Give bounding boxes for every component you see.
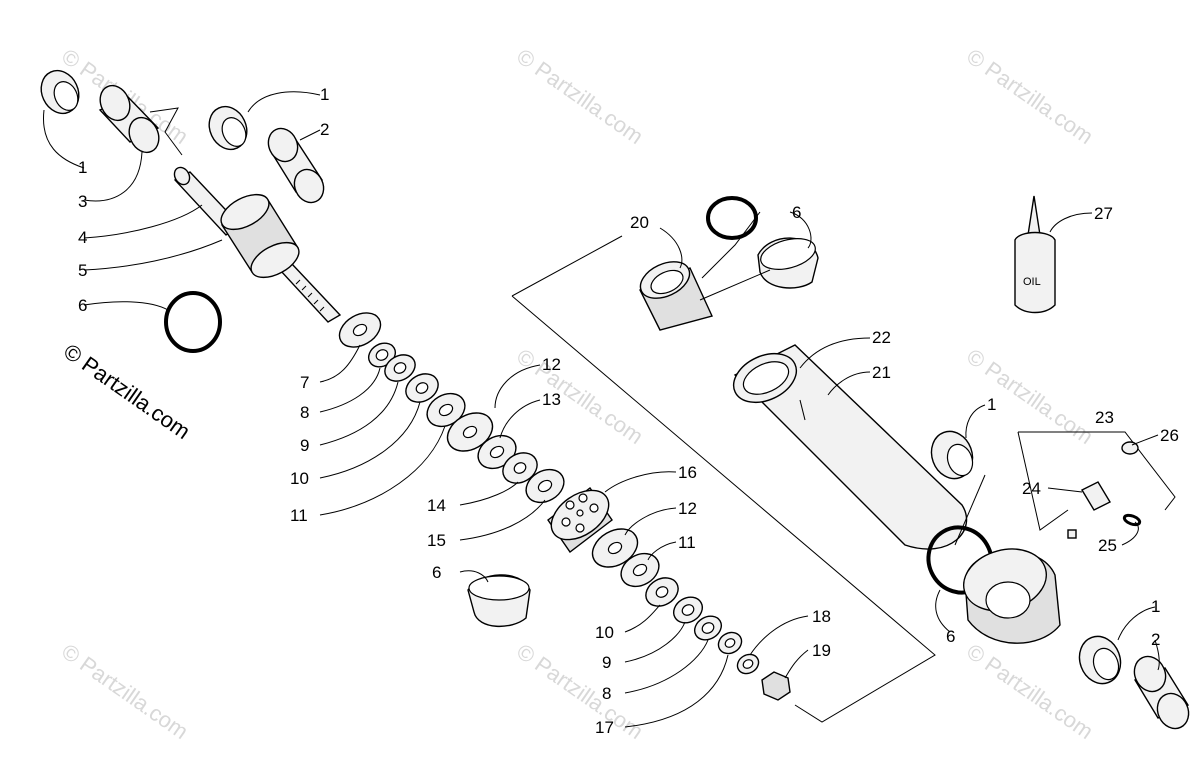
callout-number: 23 [1095, 408, 1114, 427]
callout-number: 6 [792, 203, 801, 222]
callout-number: 21 [872, 363, 891, 382]
callout-number: 7 [300, 373, 309, 392]
callout-number: 1 [1151, 597, 1160, 616]
callout-number: 1 [78, 158, 87, 177]
reservoir-body-part [732, 344, 968, 550]
watermark: © Partzilla.com [512, 44, 648, 150]
callout-number: 3 [78, 192, 87, 211]
valve-part [1067, 441, 1142, 539]
oil-label: OIL [1023, 276, 1041, 288]
callout-number: 19 [812, 641, 831, 660]
callout-number: 11 [290, 506, 308, 525]
band-part [467, 574, 531, 628]
watermark: © Partzilla.com [962, 344, 1098, 450]
callout-number: 18 [812, 607, 831, 626]
nut-part [761, 671, 791, 701]
bushing-part [208, 105, 248, 151]
bushing-part [930, 430, 974, 480]
leader-lines [43, 91, 1160, 728]
callout-number: 15 [427, 531, 446, 550]
callout-number: 1 [320, 85, 329, 104]
callout-number: 2 [1151, 630, 1160, 649]
callout-number: 24 [1022, 479, 1041, 498]
watermark: © Partzilla.com [57, 639, 193, 745]
callout-number: 26 [1160, 426, 1179, 445]
callout-number: 10 [595, 623, 614, 642]
o-ring-part [706, 196, 758, 240]
sleeve-part [267, 127, 325, 204]
callout-number: 20 [630, 213, 649, 232]
callout-number: 13 [542, 390, 561, 409]
copyright-text: © Partzilla.com [59, 339, 195, 445]
callout-number: 1 [987, 395, 996, 414]
callout-numbers: 1 2 1 3 4 5 6 7 8 9 10 11 12 13 14 15 16… [78, 85, 1179, 737]
callout-number: 16 [678, 463, 697, 482]
end-cap-part [962, 548, 1061, 644]
callout-number: 11 [678, 533, 696, 552]
callout-number: 8 [602, 684, 611, 703]
callout-number: 22 [872, 328, 891, 347]
kit-boundary [511, 235, 936, 723]
callout-number: 9 [602, 653, 611, 672]
callout-number: 14 [427, 496, 446, 515]
watermarks: © Partzilla.com © Partzilla.com © Partzi… [57, 44, 1098, 745]
callout-number: 6 [432, 563, 441, 582]
callout-number: 2 [320, 120, 329, 139]
bracket-line [149, 107, 183, 156]
callout-number: 27 [1094, 204, 1113, 223]
callout-number: 6 [78, 296, 87, 315]
o-ring-part [164, 291, 222, 353]
callout-number: 6 [946, 627, 955, 646]
callout-number: 9 [300, 436, 309, 455]
piston-body-part [220, 193, 300, 279]
watermark: © Partzilla.com [962, 639, 1098, 745]
band-part [757, 237, 819, 289]
washer-stack [338, 312, 565, 504]
bushing-part [1078, 635, 1122, 685]
piston-part [547, 486, 613, 554]
oil-bottle-part: OIL [1014, 195, 1056, 314]
callout-number: 4 [78, 228, 87, 247]
callout-number: 17 [595, 718, 614, 737]
bushing-part [40, 69, 80, 115]
watermark: © Partzilla.com [512, 639, 648, 745]
piston-cap-part [639, 261, 713, 331]
callout-number: 25 [1098, 536, 1117, 555]
washer-stack-lower [591, 528, 760, 675]
sleeve-part [98, 84, 160, 154]
callout-number: 10 [290, 469, 309, 488]
watermark: © Partzilla.com [512, 344, 648, 450]
callout-number: 12 [542, 355, 561, 374]
sleeve-part [1133, 655, 1190, 730]
callout-number: 12 [678, 499, 697, 518]
valve-bracket [1017, 431, 1176, 531]
watermark: © Partzilla.com [962, 44, 1098, 150]
callout-number: 8 [300, 403, 309, 422]
callout-number: 5 [78, 261, 87, 280]
